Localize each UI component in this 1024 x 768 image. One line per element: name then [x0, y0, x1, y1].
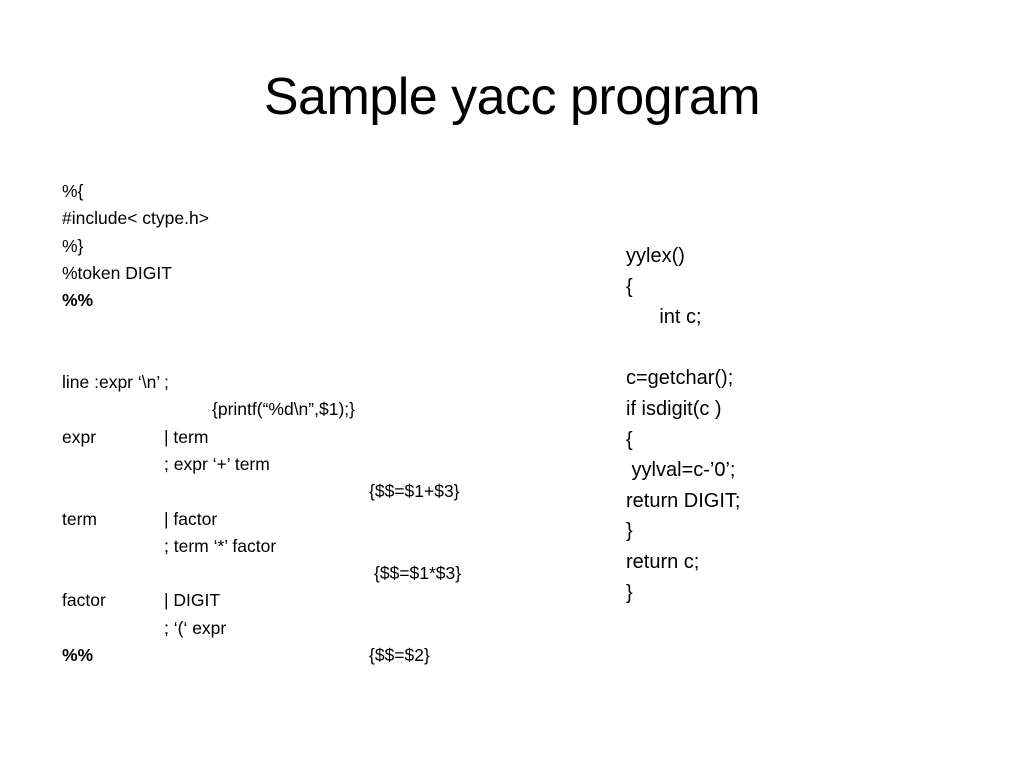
- code-line: ;: [62, 533, 562, 560]
- yacc-grammar-code: %{ #include< ctype.h> %} %token DIGIT %%…: [62, 178, 562, 669]
- rule-text: line :expr ‘\n’: [62, 372, 161, 393]
- rule-body: : expr ‘+’ term: [164, 453, 270, 474]
- slide-title: Sample yacc program: [263, 68, 761, 126]
- code-text: %{: [62, 181, 84, 201]
- code-line: c=getchar();: [626, 367, 734, 390]
- code-line: ;: [62, 615, 562, 642]
- action-text: {$$=$1+$3}: [369, 481, 460, 502]
- action-text: {printf(“%d\n”,$1);}: [212, 399, 355, 420]
- code-line: %token DIGIT: [62, 260, 562, 287]
- code-line: line :expr ‘\n’ {printf(“%d\n”,$1);}: [62, 342, 562, 419]
- code-line: ;: [62, 369, 562, 396]
- code-line: term : term ‘*’ factor {$$=$1*$3}: [62, 478, 562, 584]
- code-line: #include< ctype.h>: [62, 205, 562, 232]
- blank-line: [62, 314, 562, 341]
- code-text: %}: [62, 235, 84, 256]
- code-line: ;: [62, 451, 562, 478]
- code-line: yylval=c-’0’;: [626, 459, 736, 482]
- code-line: %{: [62, 178, 562, 205]
- code-text: | term: [164, 426, 209, 447]
- code-line: }: [626, 581, 633, 604]
- code-line: | DIGIT: [62, 587, 562, 614]
- code-line: {: [626, 275, 633, 298]
- code-text: ;: [164, 372, 169, 393]
- rule-head: expr: [62, 426, 97, 447]
- code-text: %token DIGIT: [62, 262, 172, 283]
- blank-line: [626, 333, 986, 364]
- rule-head: term: [62, 508, 97, 529]
- code-text: #include< ctype.h>: [62, 208, 209, 229]
- code-line: int c;: [626, 306, 702, 329]
- rule-body: : ‘(‘ expr: [164, 617, 227, 638]
- code-line: %%: [62, 287, 562, 314]
- code-text: | DIGIT: [164, 590, 221, 611]
- rule-head: factor: [62, 590, 106, 611]
- code-text: %%: [62, 290, 94, 311]
- code-line: {: [626, 428, 633, 451]
- action-text: {$$=$1*$3}: [374, 563, 462, 584]
- code-line: return DIGIT;: [626, 489, 741, 512]
- code-line: if isdigit(c ): [626, 397, 722, 420]
- code-text: ;: [164, 453, 169, 474]
- code-line: }: [626, 520, 633, 543]
- code-line: factor : ‘(‘ expr {$$=$2}: [62, 560, 562, 665]
- code-line: %%: [62, 642, 562, 669]
- code-text: %%: [62, 645, 94, 666]
- yylex-function-code: yylex() { int c; c=getchar(); if isdigit…: [626, 241, 986, 608]
- rule-body: : term ‘*’ factor: [164, 535, 277, 556]
- code-line: | term: [62, 424, 562, 451]
- code-line: yylex(): [626, 245, 685, 267]
- code-line: return c;: [626, 550, 700, 573]
- action-text: {$$=$2}: [369, 645, 430, 666]
- code-text: ;: [164, 535, 169, 556]
- code-line: %}: [62, 233, 562, 260]
- code-line: expr : expr ‘+’ term {$$=$1+$3}: [62, 396, 562, 502]
- code-text: ;: [164, 617, 169, 638]
- code-text: | factor: [164, 508, 218, 529]
- code-line: | factor: [62, 506, 562, 533]
